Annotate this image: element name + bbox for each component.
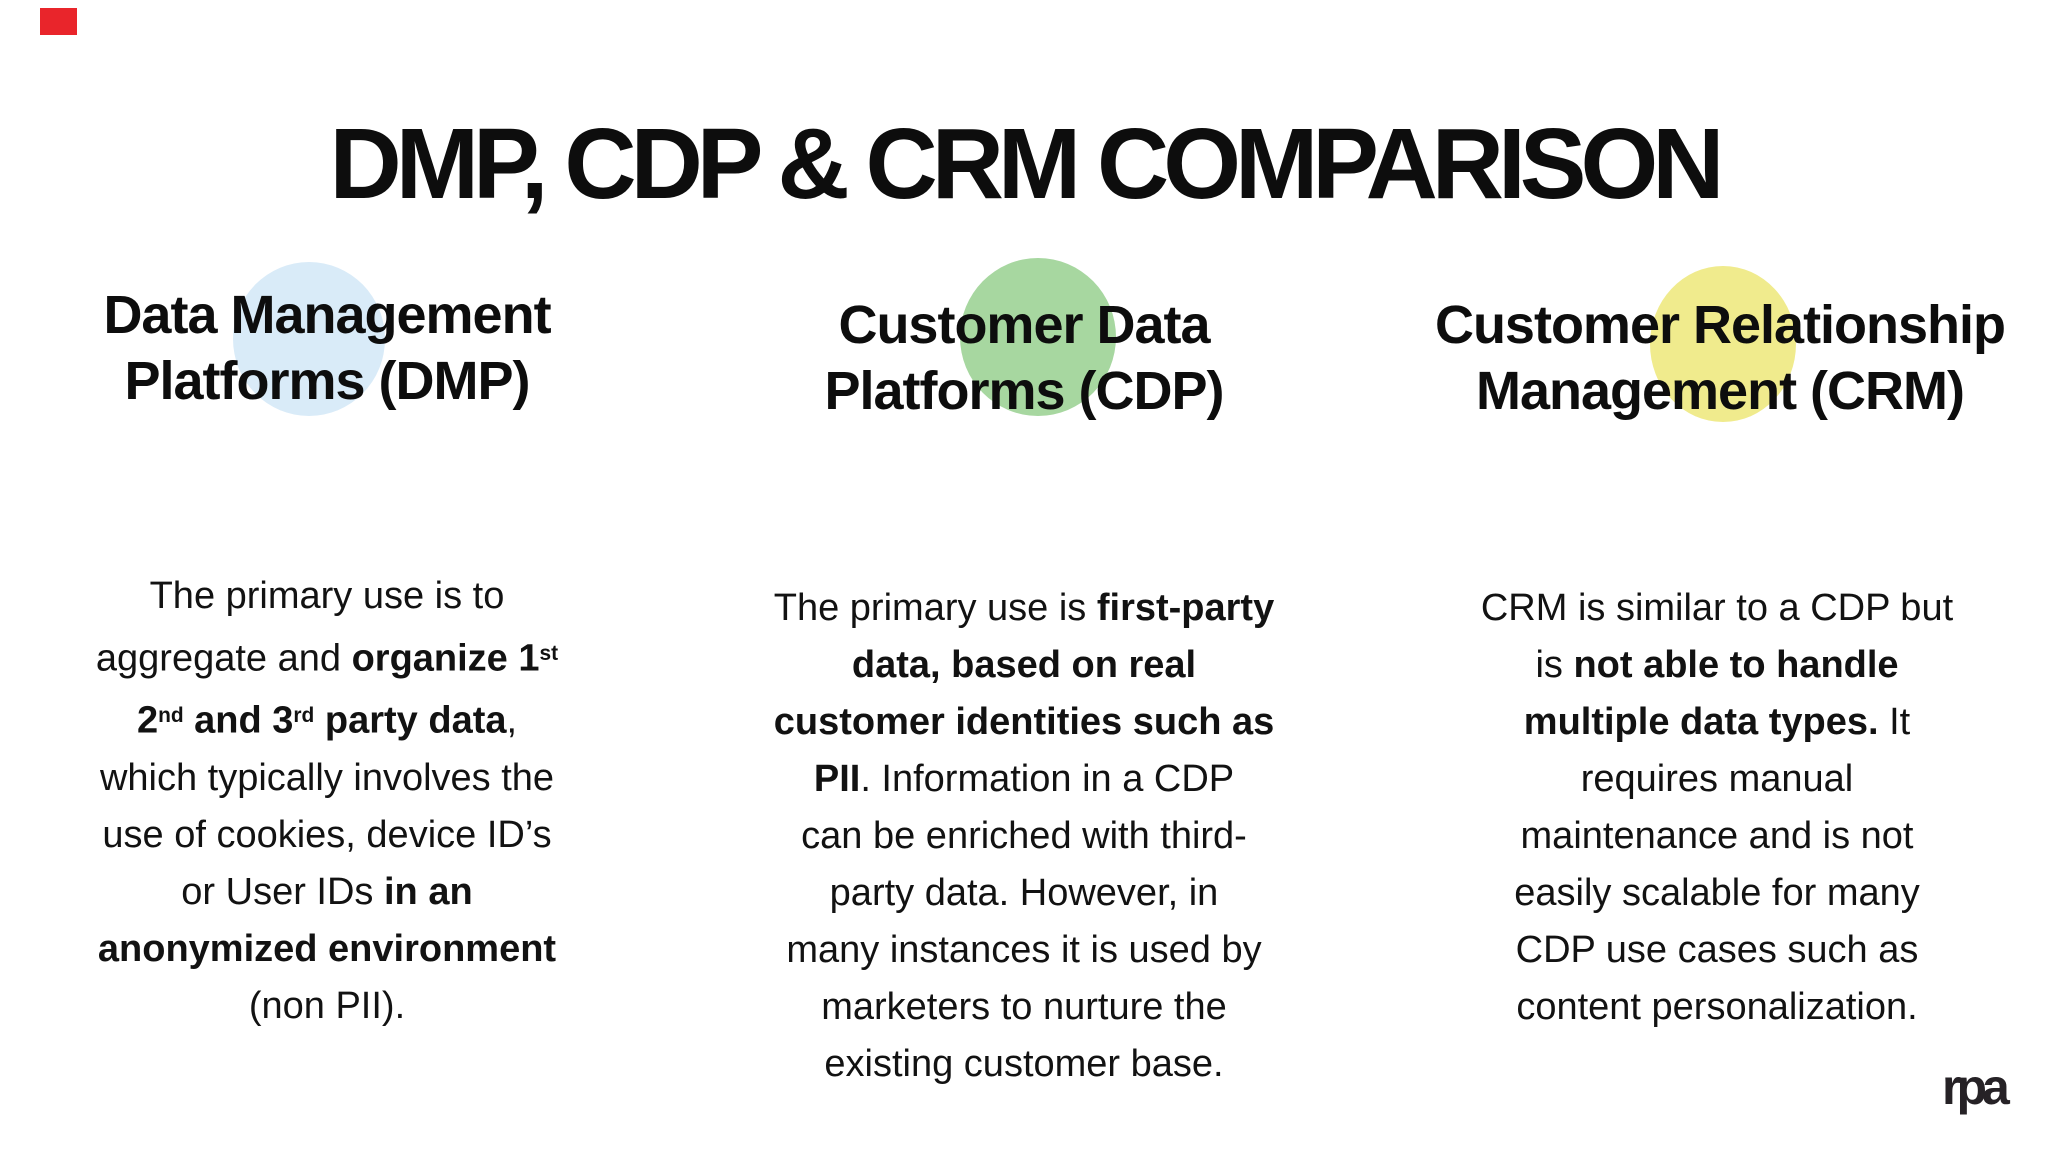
crm-column-heading: Customer Relationship Management (CRM) xyxy=(1390,292,2048,424)
dmp-column-heading: Data Management Platforms (DMP) xyxy=(27,282,627,414)
cdp-heading-line1: Customer Data xyxy=(838,295,1210,355)
red-marker xyxy=(40,8,77,35)
cdp-heading-line2: Platforms (CDP) xyxy=(824,361,1224,421)
crm-heading-line1: Customer Relationship xyxy=(1434,295,2006,355)
page-title: DMP, CDP & CRM COMPARISON xyxy=(329,108,1724,220)
dmp-heading-line2: Platforms (DMP) xyxy=(124,351,530,411)
cdp-column-heading: Customer Data Platforms (CDP) xyxy=(724,292,1324,424)
dmp-heading-line1: Data Management xyxy=(103,285,551,345)
crm-heading-line2: Management (CRM) xyxy=(1475,361,1965,421)
crm-heading-circle xyxy=(1650,266,1796,422)
dmp-heading-circle xyxy=(233,262,385,416)
rpa-logo: rpa xyxy=(1942,1059,2010,1115)
cdp-heading-circle xyxy=(960,258,1116,416)
